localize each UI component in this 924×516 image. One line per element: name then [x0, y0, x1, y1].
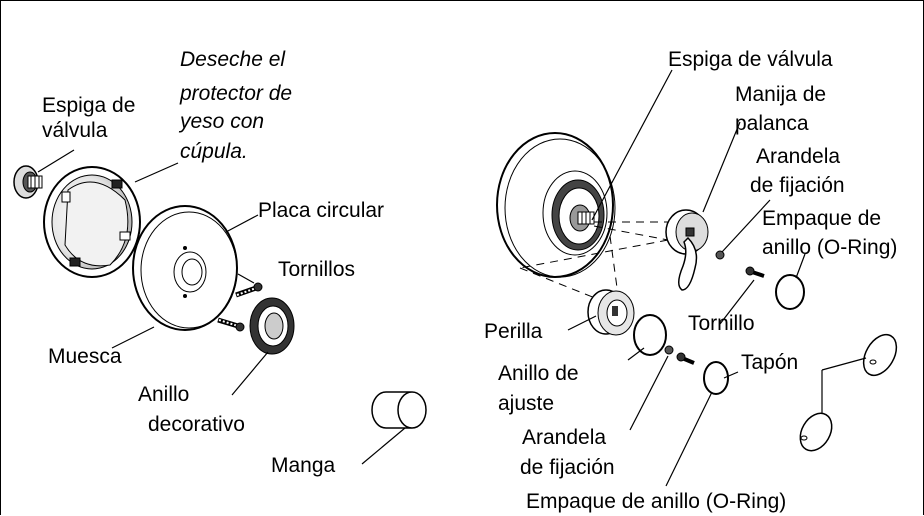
sleeve — [371, 391, 427, 429]
o-ring-bottom — [703, 361, 729, 395]
label-anillo-ajuste-1: Anillo de — [498, 362, 579, 385]
label-arandela-top-1: Arandela — [756, 145, 840, 168]
label-deseche-3: yeso con — [178, 110, 264, 133]
screw-top — [745, 266, 765, 278]
label-manija-1: Manija de — [735, 83, 826, 106]
label-espiga-left-2: válvula — [42, 119, 108, 142]
labels: Espiga de válvula Deseche el protector d… — [42, 48, 897, 513]
label-arandela-bottom-1: Arandela — [522, 426, 606, 449]
screw-bottom — [676, 352, 695, 365]
label-anillo-decorativo-2: decorativo — [148, 413, 245, 436]
right-escutcheon-plate — [496, 132, 616, 278]
label-espiga-left-1: Espiga de — [42, 94, 135, 117]
left-screws — [217, 282, 263, 332]
escutcheon-plate — [132, 205, 238, 331]
lock-washer-top — [715, 250, 725, 260]
adjustment-ring — [633, 314, 667, 356]
label-manga: Manga — [271, 454, 336, 477]
label-perilla: Perilla — [484, 320, 543, 343]
label-anillo-decorativo-1: Anillo — [138, 383, 189, 406]
label-deseche-1: Deseche el — [180, 48, 286, 71]
assembly-dashed-lines — [519, 221, 669, 299]
right-leader-lines — [567, 69, 867, 487]
o-ring-top — [775, 274, 805, 310]
label-arandela-top-2: de fijación — [750, 174, 845, 197]
label-deseche-2: protector de — [179, 82, 292, 105]
left-valve-stem — [13, 165, 43, 199]
label-deseche-4: cúpula. — [180, 140, 248, 163]
lock-washer-bottom — [664, 345, 674, 355]
label-arandela-bottom-2: de fijación — [520, 456, 615, 479]
knob — [587, 289, 635, 336]
label-muesca: Muesca — [48, 345, 122, 368]
label-tornillo: Tornillo — [688, 312, 755, 335]
label-tapon: Tapón — [741, 351, 798, 374]
label-placa-circular: Placa circular — [258, 199, 384, 222]
trim-ring — [249, 297, 295, 355]
plaster-guard-dome — [43, 166, 141, 278]
label-manija-2: palanca — [735, 112, 809, 135]
label-empaque-top-1: Empaque de — [762, 207, 881, 230]
label-tornillos: Tornillos — [278, 258, 355, 281]
plug-caps — [799, 333, 898, 452]
label-empaque-top-2: anillo (O-Ring) — [762, 236, 897, 259]
lever-handle — [665, 209, 709, 291]
label-espiga-right: Espiga de válvula — [668, 48, 833, 71]
left-leader-lines — [37, 149, 406, 465]
label-empaque-bottom: Empaque de anillo (O-Ring) — [526, 490, 786, 513]
label-anillo-ajuste-2: ajuste — [498, 392, 554, 415]
